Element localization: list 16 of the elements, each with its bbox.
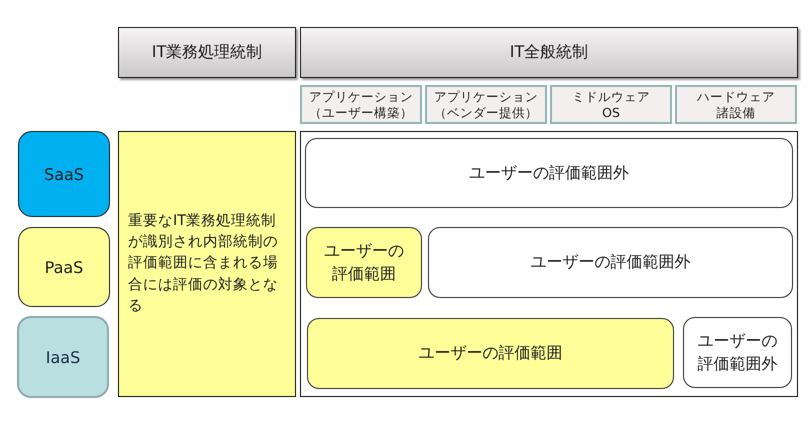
scope-box: ユーザーの評価範囲 (307, 318, 674, 389)
service-model-box: IaaS (17, 316, 109, 398)
column-header: アプリケーション（ユーザー構築） (300, 85, 422, 124)
scope-box: ユーザーの評価範囲外 (305, 138, 793, 208)
scope-box: ユーザーの評価範囲外 (683, 317, 792, 388)
column-header: ハードウェア 諸設備 (675, 85, 797, 124)
scope-frame (300, 131, 798, 397)
service-model-box: PaaS (18, 227, 110, 307)
scope-box: ユーザーの評価範囲 (306, 227, 422, 298)
category-header: IT業務処理統制 (118, 27, 296, 78)
note-panel: 重要なIT業務処理統制が識別され内部統制の評価範囲に含まれる場合には評価の対象となる (118, 131, 296, 397)
column-header: ミドルウェア OS (550, 85, 672, 124)
scope-box: ユーザーの評価範囲外 (428, 227, 793, 298)
column-header: アプリケーション（ベンダー提供） (425, 85, 547, 124)
service-model-box: SaaS (18, 131, 110, 217)
category-header: IT全般統制 (300, 27, 798, 78)
